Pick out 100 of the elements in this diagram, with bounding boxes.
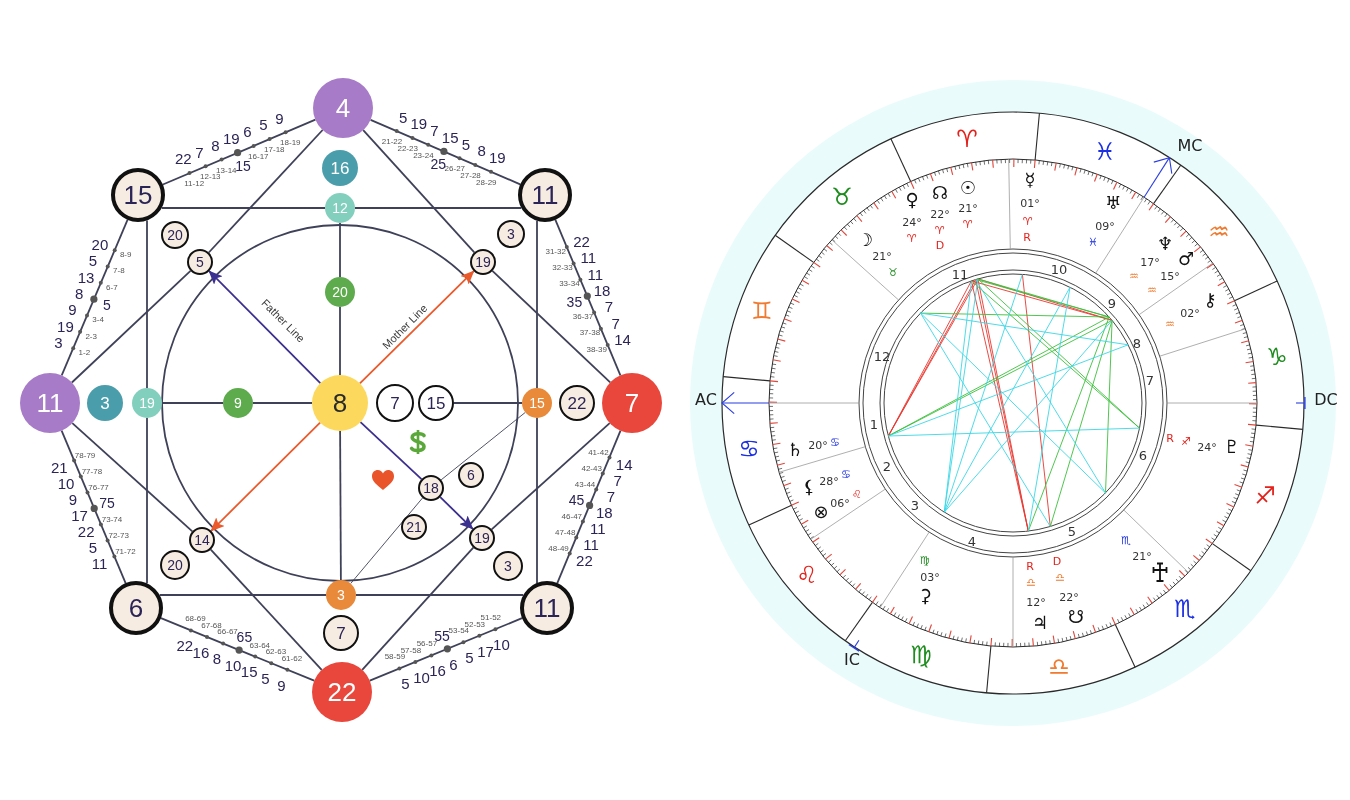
number-circle — [522, 388, 552, 418]
number-label: 14 — [194, 533, 210, 547]
connector-line — [354, 207, 523, 209]
sign-glyph: ♈ — [956, 127, 978, 151]
number-circle — [132, 388, 162, 418]
number-circle — [493, 551, 523, 581]
planet-glyph: ☉ — [959, 179, 977, 197]
scale-number: 7 — [611, 315, 620, 330]
planet-glyph: ♀ — [905, 191, 919, 209]
number-label: 20 — [332, 285, 348, 299]
motion-label: R — [1026, 560, 1034, 572]
number-circle — [458, 462, 484, 488]
sign-glyph: ♒ — [1208, 220, 1230, 244]
planet-glyph: ☽ — [856, 231, 874, 249]
scale-number: 5 — [88, 539, 98, 555]
scale-number: 8 — [75, 285, 84, 301]
sign-glyph: ♉ — [831, 185, 853, 209]
age-label: 37-38 — [579, 329, 601, 338]
scale-number: 8 — [211, 137, 220, 153]
motion-label: D — [1052, 555, 1062, 567]
degree-label: 21° — [1132, 550, 1152, 562]
age-label: 2-3 — [85, 332, 97, 341]
sign-glyph: ♈ — [1023, 215, 1033, 227]
connector-line — [160, 617, 316, 682]
scale-number: 8 — [477, 142, 486, 158]
number-circle — [326, 580, 356, 610]
house-number: 10 — [1050, 262, 1068, 276]
age-label: 6-7 — [106, 283, 118, 292]
sign-glyph: ♐ — [1254, 484, 1276, 508]
number-label: 3 — [504, 559, 512, 573]
number-circle — [160, 550, 190, 580]
number-label: 8 — [332, 390, 348, 416]
sign-glyph: ♎ — [1055, 571, 1065, 583]
connector-line — [71, 270, 192, 384]
number-circle — [325, 277, 355, 307]
arrow — [208, 270, 322, 384]
motion-label: R — [1023, 231, 1031, 243]
number-circle — [161, 221, 189, 249]
number-label: 15 — [529, 396, 545, 410]
age-label: 32-33 — [552, 264, 573, 273]
number-label: 22 — [567, 394, 587, 412]
connector-line — [491, 270, 612, 384]
number-label: 7 — [336, 624, 346, 642]
age-label: 56-57 — [416, 640, 438, 649]
age-label: 7-8 — [113, 267, 125, 276]
scale-number: 7 — [613, 472, 622, 487]
scale-number: 22 — [576, 552, 593, 567]
age-label: 17-18 — [264, 146, 285, 155]
connector-line — [60, 429, 127, 584]
sign-glyph: ♊ — [751, 299, 773, 323]
connector-line — [162, 118, 317, 186]
age-label: 42-43 — [581, 464, 602, 473]
age-label: 45 — [568, 493, 585, 507]
axis-label: AC — [695, 392, 717, 408]
degree-label: 02° — [1180, 307, 1200, 319]
house-number: 9 — [1107, 296, 1117, 310]
scale-number: 18 — [593, 282, 611, 298]
number-label: 18 — [423, 481, 439, 495]
scale-number: 11 — [580, 249, 597, 265]
house-number: 4 — [967, 534, 977, 548]
axis-label: IC — [844, 652, 860, 668]
sign-glyph: ♎ — [1048, 655, 1070, 679]
scale-number: 10 — [57, 475, 75, 491]
connector-line — [146, 219, 148, 389]
number-circle — [322, 150, 358, 186]
house-number: 8 — [1132, 336, 1142, 350]
number-circle — [109, 581, 163, 635]
scale-number: 20 — [91, 236, 109, 252]
connector-line — [556, 429, 622, 584]
number-label: 11 — [533, 595, 561, 621]
number-label: 15 — [426, 394, 446, 412]
sign-glyph: ♋ — [738, 437, 760, 461]
number-circle — [559, 385, 595, 421]
number-label: 20 — [167, 558, 183, 572]
scale-number: 10 — [413, 669, 430, 685]
scale-number: 7 — [195, 144, 204, 160]
connector-line — [361, 546, 475, 671]
planet-glyph: ⚷ — [1203, 291, 1217, 309]
planet-glyph: ♃ — [1031, 614, 1049, 632]
connector-line — [339, 222, 341, 278]
connector-line — [536, 417, 538, 584]
sign-glyph: ♑ — [1266, 345, 1288, 369]
degree-label: 21° — [958, 202, 978, 214]
number-circle — [187, 249, 213, 275]
degree-label: 20° — [808, 439, 828, 451]
number-circle — [312, 375, 368, 431]
age-label: 22-23 — [397, 144, 418, 153]
scale-number: 16 — [192, 644, 210, 660]
connector-line — [440, 411, 526, 481]
number-circle — [418, 475, 444, 501]
house-number: 2 — [882, 459, 892, 473]
scale-number: 15 — [441, 129, 459, 145]
degree-label: 15° — [1160, 270, 1180, 282]
scale-number: 5 — [88, 252, 98, 268]
number-label: 3 — [100, 394, 110, 412]
planet-glyph: ♅ — [1104, 194, 1122, 212]
sign-glyph: ♈ — [935, 224, 945, 236]
scale-number: 5 — [261, 670, 270, 686]
number-circle — [518, 168, 572, 222]
scale-number: 22 — [77, 523, 95, 539]
